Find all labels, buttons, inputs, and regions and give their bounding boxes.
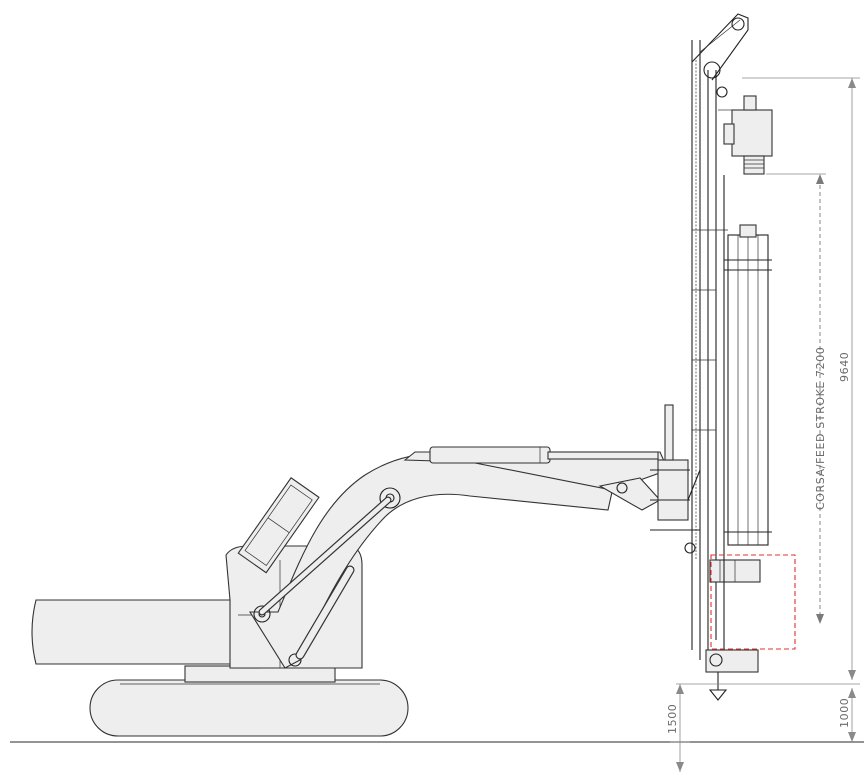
rotary-head [716, 86, 773, 175]
total-height-label: 9640 [838, 352, 851, 382]
boom [249, 446, 669, 669]
counterweight [31, 599, 239, 665]
ground-clearance-label: 1000 [838, 698, 851, 728]
mast-bracket [657, 459, 689, 521]
drill-bit [708, 689, 728, 701]
dimensions [670, 77, 860, 772]
main-boom [249, 453, 613, 669]
feed-cylinder [724, 224, 772, 546]
mast-head [691, 13, 749, 81]
clamp-detail-highlight [710, 554, 796, 650]
crawler-track [89, 679, 409, 737]
drill-mast [650, 13, 773, 701]
lower-offset-label: 1500 [666, 704, 679, 734]
feed-stroke-label: CORSA/FEED STROKE 7200 [814, 347, 827, 510]
arm-cylinder [429, 446, 551, 464]
cab-unit [237, 477, 320, 574]
